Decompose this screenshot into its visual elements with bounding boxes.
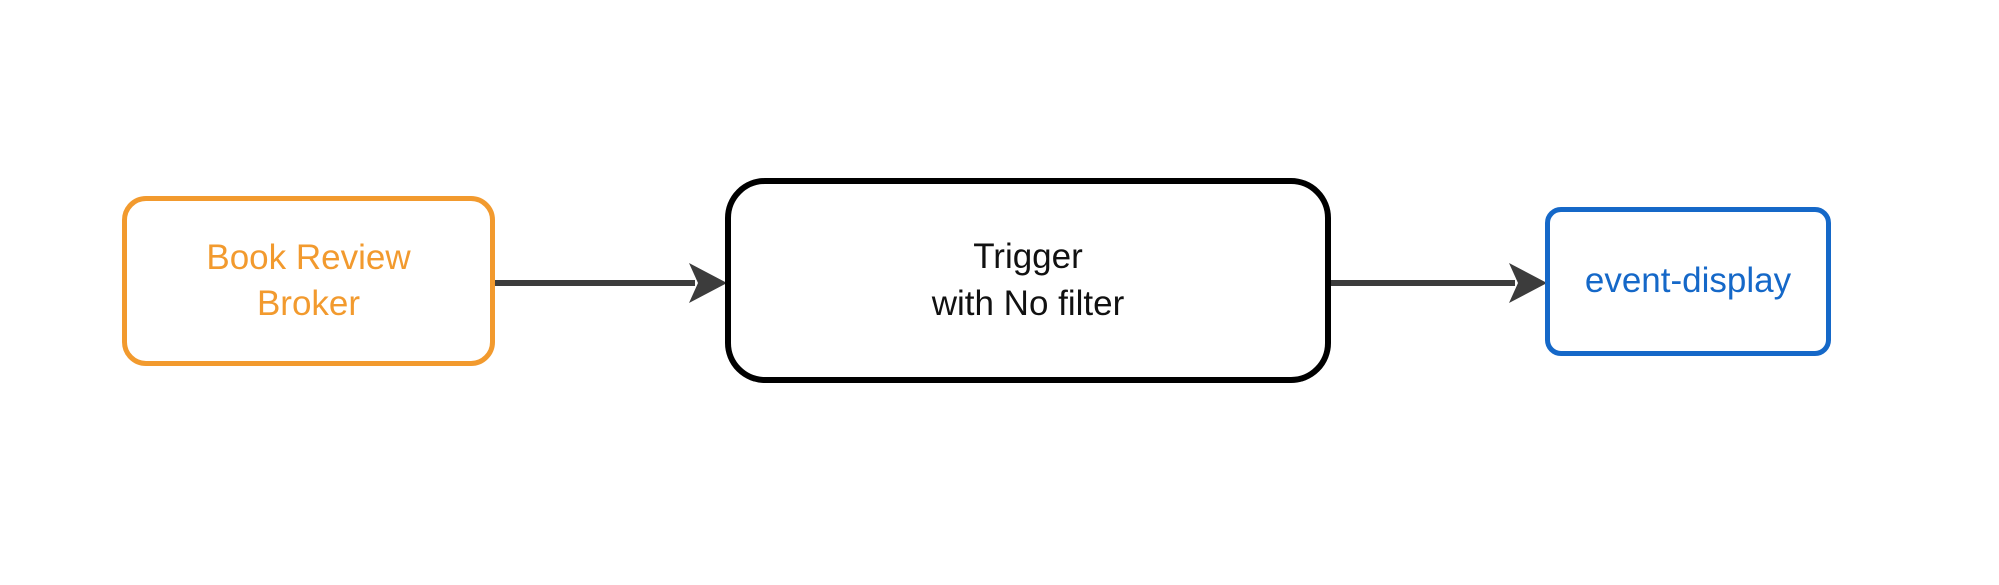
edge-trigger-to-sink <box>1331 260 1547 306</box>
node-label-trigger: Trigger with No filter <box>931 237 1125 323</box>
edge-source-to-trigger <box>495 260 727 306</box>
arrow-right-icon <box>495 263 727 303</box>
node-label-event-display: event-display <box>1584 261 1792 301</box>
node-label-book-review-broker: Book Review Broker <box>206 237 411 323</box>
arrow-right-icon <box>1331 263 1547 303</box>
node-trigger[interactable]: Trigger with No filter <box>725 178 1331 383</box>
node-event-display[interactable]: event-display <box>1545 207 1831 356</box>
node-book-review-broker[interactable]: Book Review Broker <box>122 196 495 366</box>
